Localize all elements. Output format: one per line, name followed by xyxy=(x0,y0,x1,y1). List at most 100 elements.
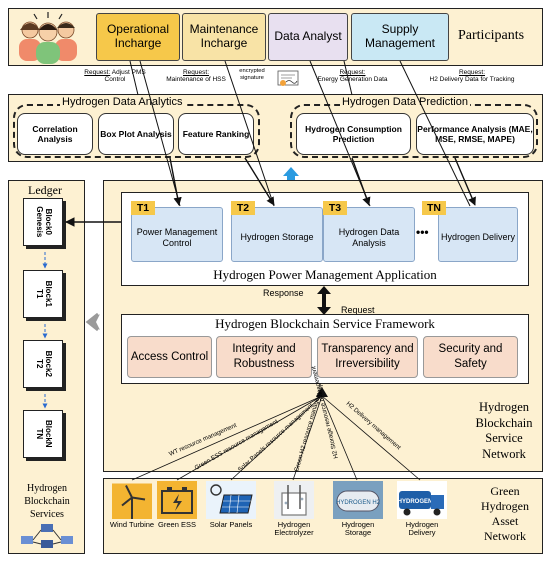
ledger-block-n: BlockN TN xyxy=(23,410,63,458)
request-h2-delivery-data: Request: H2 Delivery Data for Tracking xyxy=(412,69,532,84)
role-label: Supply Management xyxy=(364,22,436,50)
analytics-arrow-t1 xyxy=(169,157,182,206)
role-maintenance-incharge: Maintenance Incharge xyxy=(182,13,266,61)
framework-access-control: Access Control xyxy=(127,336,212,378)
transaction-label: Power Management Control xyxy=(136,226,218,248)
analytics-item-correlation: Correlation Analysis xyxy=(17,113,93,155)
mgmt-line-solar xyxy=(230,395,323,481)
encrypted-signature-label: encrypted signature xyxy=(239,68,265,81)
mgmt-label-delivery: H2 Delivery management xyxy=(345,400,402,451)
framework-item-label: Access Control xyxy=(130,350,209,363)
prediction-item-performance: Performance Analysis (MAE, MSE, RMSE, MA… xyxy=(416,113,534,155)
ledger-block-2: Block2 T2 xyxy=(23,340,63,388)
ledger-block-1: Block1 T1 xyxy=(23,270,63,318)
transaction-ellipsis: ••• xyxy=(416,225,429,239)
transaction-label: Hydrogen Data Analysis xyxy=(338,226,400,248)
asset-hydrogen-storage: HYDROGEN H2 Hydrogen Storage xyxy=(330,481,386,538)
wind-turbine-icon xyxy=(112,483,152,519)
request-energy-data: Request: Energy Generation Data xyxy=(300,69,405,84)
prediction-item-consumption: Hydrogen Consumption Prediction xyxy=(296,113,411,155)
people-group-icon xyxy=(19,12,77,64)
asset-label: Green ESS xyxy=(158,520,196,529)
mgmt-line-wind xyxy=(131,395,323,481)
asset-label: Hydrogen Storage xyxy=(341,520,375,538)
mgmt-line-delivery xyxy=(321,395,421,481)
analytics-arrow-t2 xyxy=(244,157,275,206)
request-arrow-1 xyxy=(139,60,181,207)
request-arrow-2 xyxy=(224,60,275,207)
request-maintenance-hss: Request: Maintenance of HSS xyxy=(160,69,232,84)
request-arrow-analytics xyxy=(129,60,139,96)
asset-label: Solar Panels xyxy=(209,520,253,529)
transaction-tag-t1: T1 xyxy=(131,201,155,215)
request-tag: Request: xyxy=(182,69,210,76)
transaction-tag-t3: T3 xyxy=(323,201,347,215)
framework-title: Hydrogen Blockchain Service Framework xyxy=(215,316,435,331)
role-data-analyst: Data Analyst xyxy=(268,13,348,61)
asset-label: Wind Turbine xyxy=(109,520,155,529)
ledger-title: Ledger xyxy=(28,183,62,197)
prediction-arrow-t3 xyxy=(351,157,371,206)
analytics-item-label: Feature Ranking xyxy=(182,128,250,139)
framework-hub-arrow xyxy=(316,387,328,397)
asset-label: Hydrogen Electrolyzer xyxy=(274,520,314,538)
analytics-item-label: Box Plot Analysis xyxy=(100,128,172,139)
framework-item-label: Security and Safety xyxy=(438,343,503,370)
transaction-tn: Hydrogen Delivery xyxy=(438,207,518,262)
delivery-truck-icon: HYDROGEN xyxy=(397,481,447,519)
mgmt-line-ess xyxy=(176,395,323,481)
mgmt-line-storage xyxy=(321,395,358,481)
transaction-t2: Hydrogen Storage xyxy=(231,207,323,262)
framework-item-label: Transparency and Irreversibility xyxy=(321,343,414,370)
mgmt-line-electrolyzer xyxy=(292,395,323,481)
application-title: Hydrogen Power Management Application xyxy=(213,267,437,282)
request-text: Adjust PMS Control xyxy=(104,69,146,84)
analytics-item-boxplot: Box Plot Analysis xyxy=(98,113,174,155)
solar-panel-icon xyxy=(206,481,256,519)
prediction-arrow-tn xyxy=(454,157,476,206)
asset-solar-panels: Solar Panels xyxy=(205,481,257,529)
asset-electrolyzer: Hydrogen Electrolyzer xyxy=(266,481,322,538)
framework-transparency: Transparency and Irreversibility xyxy=(317,336,418,378)
role-label: Data Analyst xyxy=(274,29,342,44)
request-response-arrow-head-down xyxy=(317,307,331,315)
truck-text: HYDROGEN xyxy=(398,499,433,505)
request-response-arrow-head-up xyxy=(317,286,331,294)
request-text: Maintenance of HSS xyxy=(166,76,226,84)
storage-tank-icon: HYDROGEN H2 xyxy=(333,481,383,519)
transaction-tag-tn: TN xyxy=(422,201,446,215)
request-tag: Request: xyxy=(84,69,111,76)
request-adjust-pms: Request: Adjust PMS Control xyxy=(80,69,150,84)
participants-title: Participants xyxy=(458,28,525,43)
transaction-tag-t2: T2 xyxy=(231,201,255,215)
blockchain-network-icon xyxy=(21,524,73,548)
framework-security: Security and Safety xyxy=(423,336,518,378)
asset-wind-turbine: Wind Turbine xyxy=(108,481,156,529)
response-label: Response xyxy=(263,288,304,298)
prediction-title: Hydrogen Data Prediction xyxy=(340,96,470,108)
electrolyzer-icon xyxy=(274,481,314,519)
request-label: Request xyxy=(341,305,375,315)
collapse-chevron-icon-inner xyxy=(85,312,99,332)
prediction-item-label: Hydrogen Consumption Prediction xyxy=(305,123,402,144)
role-operational-incharge: Operational Incharge xyxy=(96,13,180,61)
data-flow-up-arrow xyxy=(283,167,299,180)
role-label: Operational Incharge xyxy=(106,22,170,50)
network-label: Hydrogen Blockchain Service Network xyxy=(475,400,533,461)
collapse-chevron-icon xyxy=(90,314,100,330)
transaction-label: Hydrogen Delivery xyxy=(440,232,516,243)
framework-item-label: Integrity and Robustness xyxy=(232,343,296,370)
transaction-label: Hydrogen Storage xyxy=(240,232,314,243)
battery-icon xyxy=(157,481,197,519)
request-tag: Request: xyxy=(458,69,486,76)
assets-title: Green Hydrogen Asset Network xyxy=(481,484,529,543)
request-text: Energy Generation Data xyxy=(317,76,388,84)
role-supply-management: Supply Management xyxy=(351,13,449,61)
storage-tank-text: HYDROGEN H2 xyxy=(336,500,381,506)
request-text: H2 Delivery Data for Tracking xyxy=(429,76,515,84)
ledger-block-genesis: Block0 Genesis xyxy=(23,198,63,246)
analytics-item-feature-ranking: Feature Ranking xyxy=(178,113,254,155)
prediction-item-label: Performance Analysis (MAE, MSE, RMSE, MA… xyxy=(417,123,533,144)
asset-label: Hydrogen Delivery xyxy=(405,520,439,538)
